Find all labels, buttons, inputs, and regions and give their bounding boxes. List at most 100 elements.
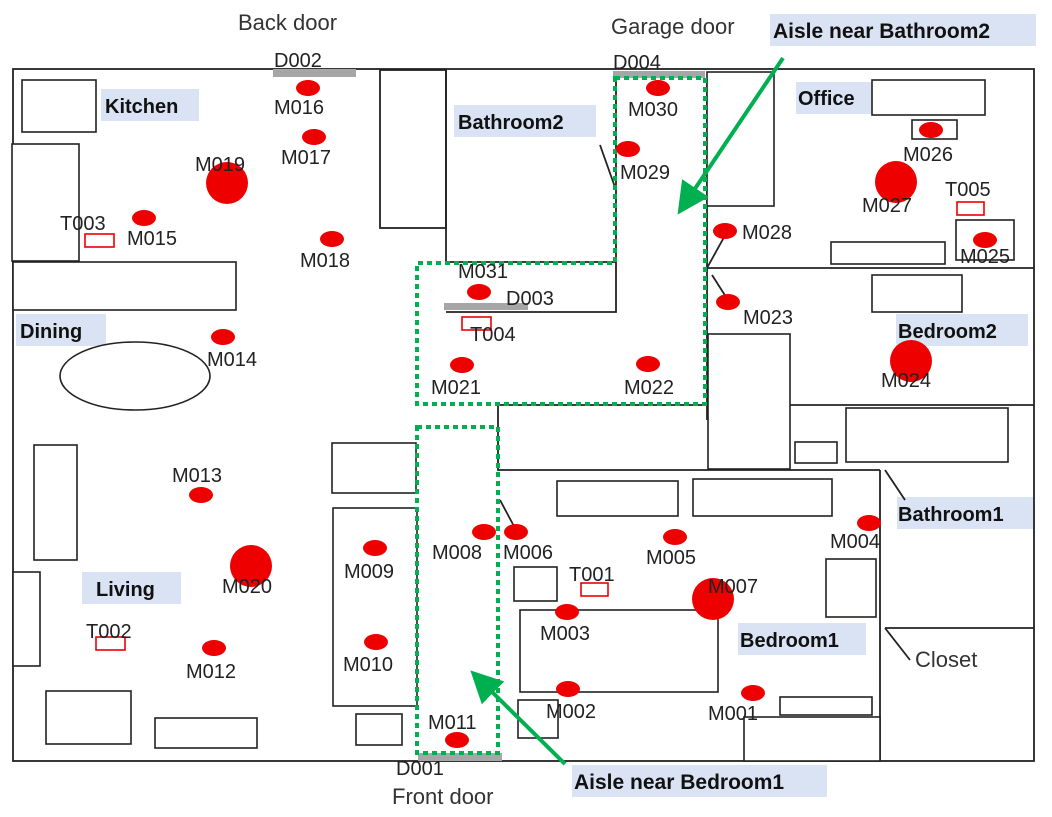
label-m012: M012 — [186, 661, 236, 683]
door-d002-label: D002 — [274, 50, 322, 72]
label-m007: M007 — [708, 576, 758, 598]
label-t005: T005 — [945, 179, 991, 201]
sensor-m019 — [206, 162, 248, 204]
sensor-m005 — [663, 529, 687, 545]
temp-t003 — [84, 233, 115, 248]
label-m003: M003 — [540, 623, 590, 645]
sensor-m017 — [302, 129, 326, 145]
sensor-m028 — [713, 223, 737, 239]
room-bedroom1: Bedroom1 — [740, 630, 839, 652]
label-t001: T001 — [569, 564, 615, 586]
label-m020: M020 — [222, 576, 272, 598]
arrow-bedroom1 — [470, 670, 567, 766]
sensor-m029 — [616, 141, 640, 157]
door-d003-label: D003 — [506, 288, 554, 310]
label-m008: M008 — [432, 542, 482, 564]
label-m013: M013 — [172, 465, 222, 487]
aisle-bedroom1-label: Aisle near Bedroom1 — [574, 771, 784, 794]
temp-t004 — [461, 316, 492, 331]
sensor-m016 — [296, 80, 320, 96]
label-t003: T003 — [60, 213, 106, 235]
room-bathroom2: Bathroom2 — [458, 112, 564, 134]
aisle-bedroom1-outline — [415, 425, 500, 755]
temperature-sensor-labels: T001 T002 T003 T004 T005 — [60, 179, 991, 643]
label-m018: M018 — [300, 250, 350, 272]
label-t002: T002 — [86, 621, 132, 643]
room-bathroom1: Bathroom1 — [898, 504, 1004, 526]
label-m015: M015 — [127, 228, 177, 250]
label-m001: M001 — [708, 703, 758, 725]
temp-t001 — [580, 582, 609, 597]
sensor-m027 — [875, 161, 917, 203]
motion-sensor-labels: M001 M002 M003 M004 M005 M006 M007 M008 … — [127, 97, 1010, 734]
arrow-bathroom2 — [677, 56, 785, 215]
aisle-bathroom2-label: Aisle near Bathroom2 — [773, 20, 990, 43]
sensor-m022 — [636, 356, 660, 372]
room-living: Living — [96, 579, 155, 601]
label-t004: T004 — [470, 324, 516, 346]
label-m030: M030 — [628, 99, 678, 121]
label-m016: M016 — [274, 97, 324, 119]
sensor-m015 — [132, 210, 156, 226]
sensor-m012 — [202, 640, 226, 656]
aisle-arrows — [470, 56, 785, 766]
label-m031: M031 — [458, 261, 508, 283]
label-m006: M006 — [503, 542, 553, 564]
label-m029: M029 — [620, 162, 670, 184]
room-label-backgrounds — [16, 14, 1036, 797]
sensor-m018 — [320, 231, 344, 247]
temp-t005 — [956, 201, 985, 216]
sensor-m011 — [445, 732, 469, 748]
label-m017: M017 — [281, 147, 331, 169]
label-m023: M023 — [743, 307, 793, 329]
label-m009: M009 — [344, 561, 394, 583]
sensor-m024 — [890, 340, 932, 382]
label-m002: M002 — [546, 701, 596, 723]
label-m021: M021 — [431, 377, 481, 399]
room-bedroom2: Bedroom2 — [898, 321, 997, 343]
aisle-bathroom2-outline — [415, 76, 707, 406]
door-d004-label: D004 — [613, 52, 661, 74]
sensor-m007 — [692, 578, 734, 620]
sensor-m014 — [211, 329, 235, 345]
doors — [273, 69, 705, 761]
sensor-m008 — [472, 524, 496, 540]
label-m026: M026 — [903, 144, 953, 166]
back-door-label: Back door — [238, 10, 337, 35]
sensor-m031 — [467, 284, 491, 300]
label-m028: M028 — [742, 222, 792, 244]
temp-t002 — [95, 636, 126, 651]
door-d001-label: D001 — [396, 758, 444, 780]
sensor-m002 — [556, 681, 580, 697]
label-m027: M027 — [862, 195, 912, 217]
sensor-m006 — [504, 524, 528, 540]
sensor-m025 — [973, 232, 997, 248]
sensor-m023 — [716, 294, 740, 310]
sensor-m009 — [363, 540, 387, 556]
label-m025: M025 — [960, 246, 1010, 268]
label-m024: M024 — [881, 370, 931, 392]
sensor-m020 — [230, 545, 272, 587]
label-m010: M010 — [343, 654, 393, 676]
room-dining: Dining — [20, 321, 82, 343]
room-office: Office — [798, 88, 855, 110]
label-m014: M014 — [207, 349, 257, 371]
sensor-m026 — [919, 122, 943, 138]
garage-door-label: Garage door — [611, 14, 735, 39]
sensor-m013 — [189, 487, 213, 503]
sensor-m030 — [646, 80, 670, 96]
label-m022: M022 — [624, 377, 674, 399]
motion-sensors — [132, 80, 997, 748]
furniture — [11, 71, 1015, 762]
label-m011: M011 — [428, 712, 477, 734]
sensor-m003 — [555, 604, 579, 620]
sensor-m021 — [450, 357, 474, 373]
closet-label: Closet — [915, 647, 977, 672]
sensor-m010 — [364, 634, 388, 650]
aisles — [415, 76, 707, 755]
sensor-m004 — [857, 515, 881, 531]
sensor-m001 — [741, 685, 765, 701]
label-m004: M004 — [830, 531, 880, 553]
front-door-label: Front door — [392, 784, 494, 809]
